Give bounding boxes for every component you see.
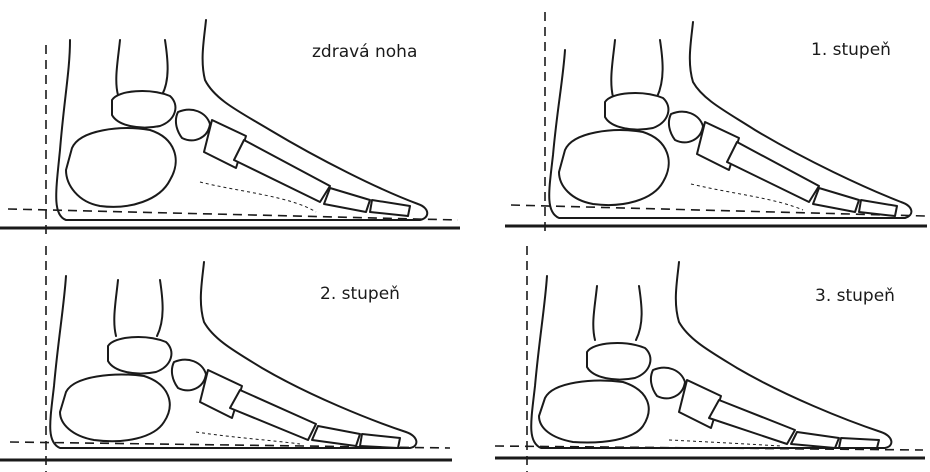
panel-label: zdravá noha <box>312 42 417 62</box>
foot-illustration-grade-3 <box>465 236 930 472</box>
calcaneus-bone <box>66 128 176 207</box>
metatarsal-bone <box>234 140 330 202</box>
tibia-bone <box>593 286 641 340</box>
arch-outline <box>196 432 300 444</box>
navicular-bone <box>651 368 685 399</box>
talus-bone <box>605 93 668 129</box>
diagram-panel-grade-1: 1. stupeň <box>465 0 930 236</box>
arch-outline <box>669 440 781 446</box>
talus-bone <box>587 343 650 379</box>
panel-label: 1. stupeň <box>811 40 891 60</box>
foot-illustration-grade-2 <box>0 236 465 472</box>
phalanx-bone <box>813 188 859 212</box>
phalanx-bone <box>859 200 897 216</box>
metatarsal-bone <box>727 142 819 202</box>
foot-illustration-healthy <box>0 0 465 236</box>
calcaneus-bone <box>559 130 669 205</box>
navicular-bone <box>176 110 210 141</box>
navicular-bone <box>669 112 703 143</box>
foot-illustration-grade-1 <box>465 0 930 236</box>
talus-bone <box>112 91 175 127</box>
phalanx-bone <box>324 188 370 212</box>
phalanx-bone <box>791 432 839 448</box>
phalanx-bone <box>312 426 360 446</box>
diagram-panel-grade-3: 3. stupeň <box>465 236 930 472</box>
diagram-panel-healthy: zdravá noha <box>0 0 465 236</box>
metatarsal-bone <box>709 400 795 444</box>
tibia-bone <box>116 40 167 95</box>
tibia-bone <box>611 40 662 97</box>
phalanx-bone <box>360 434 400 448</box>
tibia-bone <box>114 280 162 336</box>
calcaneus-bone <box>60 375 170 442</box>
calcaneus-bone <box>539 381 649 443</box>
phalanx-bone <box>370 200 410 216</box>
diagram-panel-grade-2: 2. stupeň <box>0 236 465 472</box>
talus-bone <box>108 337 171 373</box>
panel-label: 3. stupeň <box>815 286 895 306</box>
metatarsal-bone <box>230 390 316 440</box>
navicular-bone <box>172 360 206 391</box>
phalanx-bone <box>839 438 879 448</box>
panel-label: 2. stupeň <box>320 284 400 304</box>
